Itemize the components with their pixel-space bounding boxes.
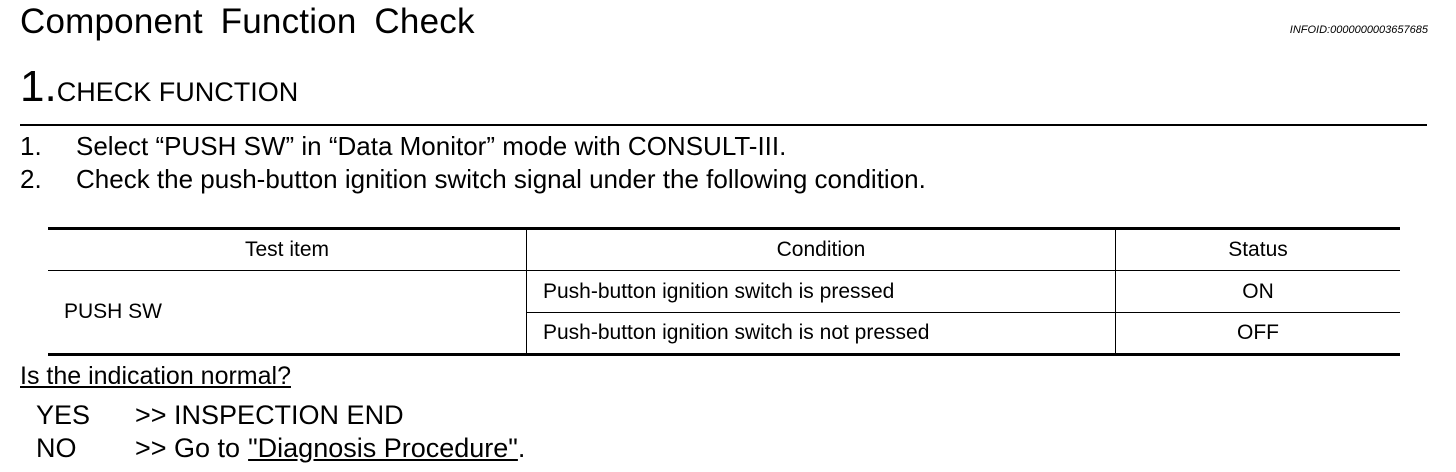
step-number: 1. <box>20 62 57 111</box>
instruction-list: 1. Select “PUSH SW” in “Data Monitor” mo… <box>20 130 926 196</box>
condition-table: Test item Condition Status PUSH SW Push-… <box>48 227 1400 356</box>
answer-no: NO >> Go to "Diagnosis Procedure". <box>36 432 525 465</box>
instruction-item: 1. Select “PUSH SW” in “Data Monitor” mo… <box>20 130 926 163</box>
section-divider <box>20 124 1427 126</box>
instruction-text: Select “PUSH SW” in “Data Monitor” mode … <box>76 131 787 161</box>
answer-prefix: >> Go to <box>135 433 241 463</box>
diagnosis-procedure-link[interactable]: "Diagnosis Procedure" <box>248 433 518 463</box>
answer-yes: YES >> INSPECTION END <box>36 399 525 432</box>
status-cell: OFF <box>1115 312 1400 355</box>
answer-suffix: . <box>517 433 526 463</box>
info-id: INFOID:0000000003657685 <box>1289 24 1428 36</box>
table-header-row: Test item Condition Status <box>48 228 1400 271</box>
instruction-number: 1. <box>20 131 42 161</box>
condition-cell: Push-button ignition switch is pressed <box>526 270 1116 313</box>
step-heading: 1.CHECK FUNCTION <box>20 62 298 112</box>
answer-text: >> INSPECTION END <box>135 400 404 430</box>
table-row: PUSH SW Push-button ignition switch is p… <box>48 270 1400 323</box>
question-text: Is the indication normal? <box>20 362 291 390</box>
condition-cell: Push-button ignition switch is not press… <box>526 312 1116 355</box>
instruction-item: 2. Check the push-button ignition switch… <box>20 163 926 196</box>
answer-list: YES >> INSPECTION END NO >> Go to "Diagn… <box>36 399 525 465</box>
header-condition: Condition <box>526 228 1116 271</box>
test-item-cell: PUSH SW <box>64 300 163 323</box>
header-test-item: Test item <box>244 238 330 261</box>
answer-key: YES <box>36 400 91 430</box>
page-title: Component Function Check <box>20 2 475 41</box>
table-row: Push-button ignition switch is not press… <box>48 312 1400 355</box>
answer-key: NO <box>36 433 77 463</box>
step-label: CHECK FUNCTION <box>56 77 299 107</box>
status-cell: ON <box>1115 270 1400 313</box>
header-status: Status <box>1115 228 1400 271</box>
instruction-text: Check the push-button ignition switch si… <box>76 164 926 194</box>
instruction-number: 2. <box>20 164 42 194</box>
